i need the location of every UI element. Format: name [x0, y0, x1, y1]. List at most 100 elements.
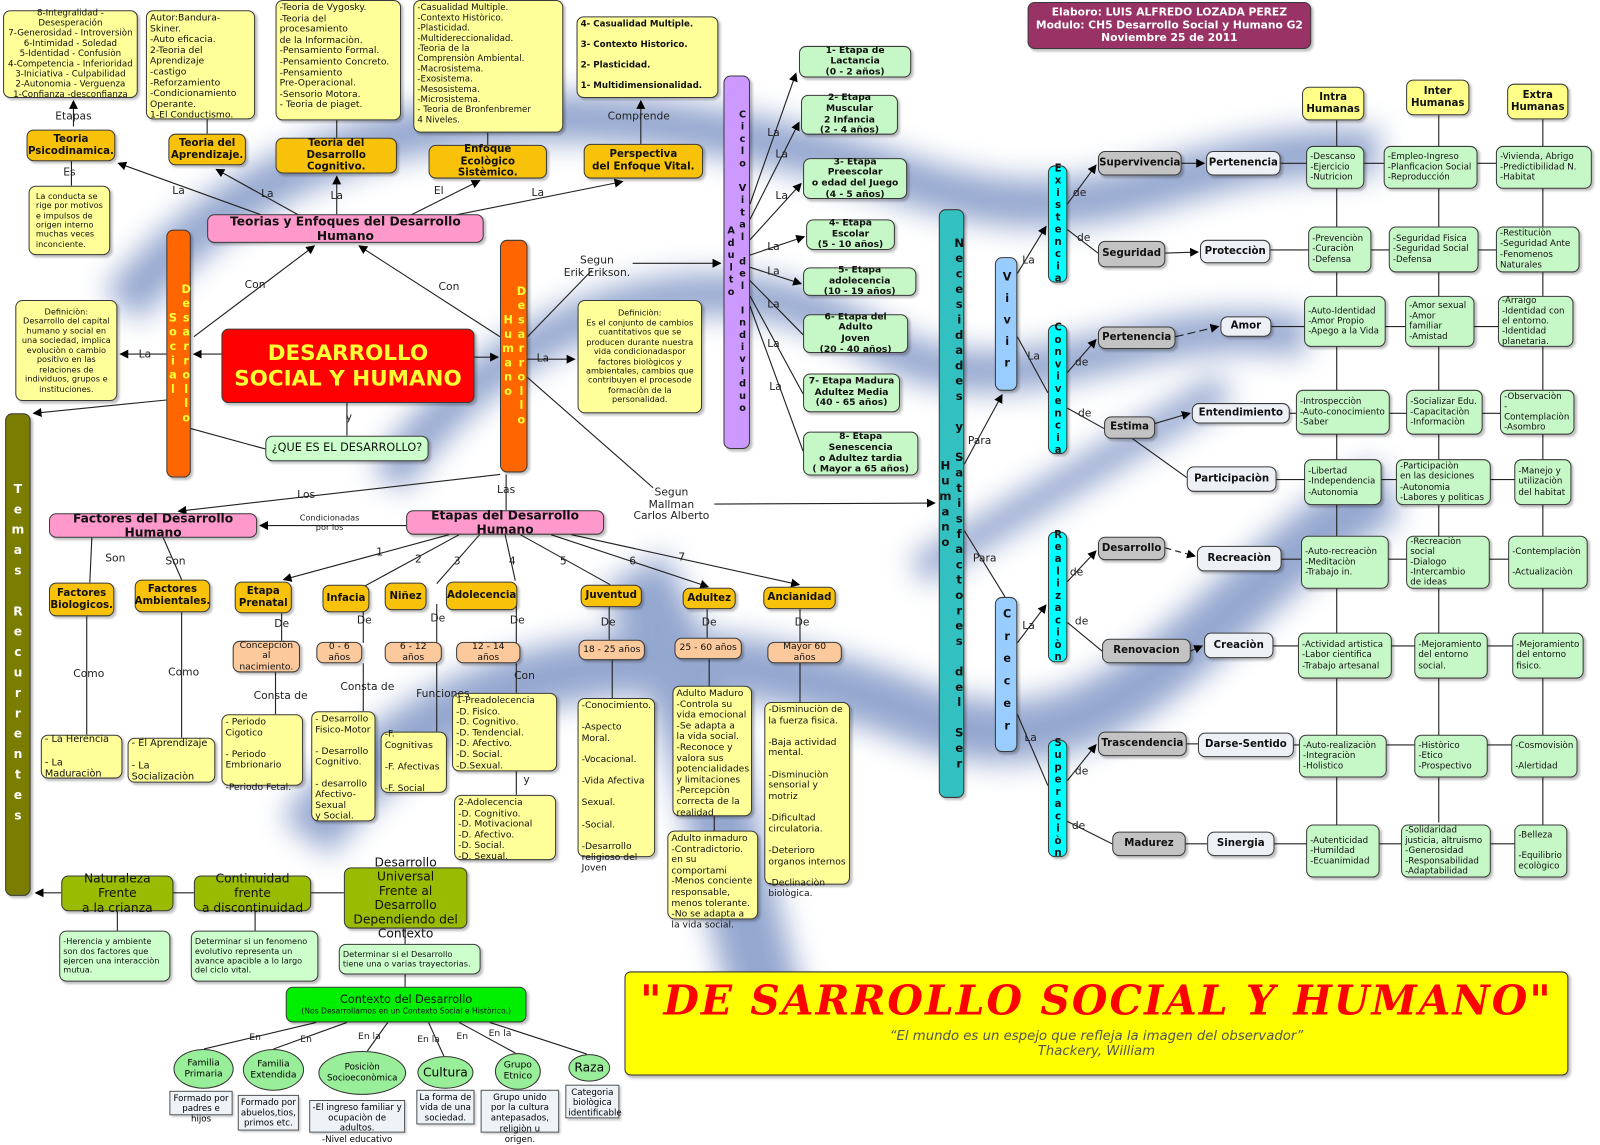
satisfactor-extra-cell: -Vivienda, Abrigo -Predictibilidad N. -H…: [1495, 145, 1592, 189]
madurez-node: Madurez: [1112, 831, 1186, 857]
context-desc: La forma de vida de una sociedad.: [416, 1089, 475, 1125]
adolecencia-list: 2-Adolecencia -D. Cognitivo. -D. Motivac…: [454, 794, 557, 862]
satisfactor-extra-cell: -Contemplaciòn -Actualizaciòn: [1508, 535, 1588, 589]
entendimiento-node: Entendimiento: [1191, 403, 1290, 424]
link-label: De: [600, 616, 616, 629]
inter-humanas-header: Inter Humanas: [1406, 79, 1470, 116]
participacion-node: Participaciòn: [1186, 466, 1277, 492]
age-6-12: 6 - 12 años: [384, 642, 442, 664]
etapa-4-node: 4- Etapa Escolar (5 - 10 años): [806, 218, 895, 250]
age-18-25: 18 - 25 años: [578, 639, 645, 661]
title-banner: "DE SARROLLO SOCIAL Y HUMANO" “El mundo …: [624, 971, 1569, 1076]
juventud-node: Juventud: [580, 584, 642, 608]
cognitivo-details: -Teoria de Vygosky. -Teoria del procesam…: [275, 0, 402, 121]
context-desc: Formado por abuelos,tios, primos etc.: [237, 1094, 299, 1131]
link-label: De: [274, 617, 290, 630]
ancianidad-list: -Disminuciòn de la fuerza fisica. -Baja …: [764, 702, 850, 899]
link-label: Para: [967, 434, 992, 448]
link-label: Como: [168, 666, 200, 679]
link-label: Con: [244, 278, 266, 292]
etapas-node: Etapas del Desarrollo Humano: [406, 508, 605, 537]
teorias-node: Teorias y Enfoques del Desarrollo Humano: [207, 214, 484, 243]
context-node: Familia Primaria: [173, 1048, 234, 1089]
psicodinamica-node: Teoria Psicodinamica.: [26, 129, 116, 162]
link-label: de: [1071, 819, 1086, 832]
temas-recurrentes-bar: Temas Recurrentes: [5, 413, 31, 896]
continuidad-node: Continuidad frente a discontinuidad: [193, 872, 312, 915]
contexto-subtitle: (Nos Desarrollamos en un Contexto Social…: [301, 1005, 511, 1015]
link-label: 5: [559, 555, 567, 568]
vital-principles-list: 4- Casualidad Multiple. 3- Contexto Hist…: [576, 16, 719, 98]
ciclo-vital-bar: Ciclo Vital del Individuo Adulto: [723, 75, 750, 449]
link-label: Condicionadas por los: [299, 513, 360, 532]
contexto-node: Contexto del Desarrollo (Nos Desarrollam…: [285, 986, 527, 1023]
satisfactor-inter-cell: -Solidaridad justicia, altruismo -Genero…: [1401, 824, 1491, 878]
adulto-maduro-list: Adulto Maduro -Controla su vida emociona…: [672, 685, 753, 818]
satisfactor-inter-cell: -Recreaciòn social -Dialogo -Intercambio…: [1406, 535, 1490, 589]
satisfactor-intra-cell: -Actividad artistica -Labor cientifica -…: [1297, 632, 1392, 679]
context-node: Raza: [568, 1054, 611, 1082]
link-label: La: [767, 126, 780, 140]
adulto-inmaduro-list: Adulto inmaduro -Contradictorio. en su c…: [667, 830, 759, 930]
pertenencia-sat-node: Pertenencia: [1206, 151, 1281, 176]
bronfenbrenner-details: -Casualidad Multiple. -Contexto Històric…: [413, 0, 564, 133]
factores-biologicos-node: Factores Biologicos.: [48, 582, 115, 617]
seguridad-node: Seguridad: [1097, 240, 1166, 268]
satisfactor-intra-cell: -Introspecciòn -Auto-conocimiento -Saber: [1295, 389, 1390, 435]
erikson-stages-list: 8-Integralidad - Desesperación 7-Generos…: [3, 8, 138, 100]
link-label: de: [1069, 566, 1084, 579]
link-label: La: [1027, 350, 1040, 363]
conducta-note: La conducta se rige por motivos e impuls…: [28, 185, 111, 256]
context-link-label: En la: [358, 1031, 381, 1042]
link-label: Las: [497, 483, 516, 497]
darse-sentido-node: Darse-Sentido: [1197, 732, 1294, 758]
etapa-6-node: 6- Etapa del Adulto Joven (20 - 40 años): [803, 312, 909, 355]
continuidad-desc: Determinar si un fenomeno evolutivo repr…: [190, 930, 319, 982]
desarrollo-node: Desarrollo: [1097, 536, 1166, 561]
satisfactor-extra-cell: -Arraigo -Identidad con el entorno. -Ide…: [1497, 296, 1574, 347]
author-header: Elaboro: LUIS ALFREDO LOZADA PEREZ Modul…: [1027, 2, 1312, 49]
convivencia-bar: Convivencia: [1047, 322, 1068, 457]
link-label: y: [523, 773, 530, 786]
universal-node: Desarrollo Universal Frente al Desarroll…: [343, 855, 468, 941]
naturaleza-node: Naturaleza Frente a la crianza: [61, 872, 174, 915]
link-label: La: [767, 265, 780, 278]
que-es-desarrollo-node: ¿QUE ES EL DESARROLLO?: [265, 435, 429, 462]
age-12-14: 12 - 14 años: [456, 642, 521, 664]
infancia-list: - Desarrollo Fisico-Motor - Desarrollo C…: [311, 711, 376, 822]
banner-quote: “El mundo es un espejo que refleja la im…: [889, 1028, 1304, 1060]
definicion-social: Definiciòn: Desarrollo del capital human…: [15, 299, 118, 402]
etapa-3-node: 3- Etapa Preescolar o edad del Juego (4 …: [803, 157, 908, 200]
factores-bio-list: - La Herencia - La Maduraciòn: [40, 734, 123, 779]
satisfactor-intra-cell: -Libertad -Independencia -Autonomia: [1304, 459, 1382, 506]
satisfactor-extra-cell: -Manejo y utilizaciòn del habitat: [1514, 459, 1572, 506]
link-label: La: [775, 190, 788, 203]
ninez-node: Niñez: [384, 582, 427, 611]
link-label: de: [1077, 407, 1092, 420]
link-label: Segun Erik Erikson.: [563, 254, 631, 279]
link-label: 7: [678, 551, 686, 564]
link-label: 1: [376, 546, 384, 559]
crecer-bar: Crecer: [994, 596, 1018, 753]
prenatal-list: - Periodo Cigotico - Periodo Embrionario…: [221, 714, 304, 793]
link-label: De: [701, 616, 717, 629]
link-label: 6: [629, 555, 637, 568]
desarrollo-social-bar: Desarrollo Social: [166, 229, 193, 478]
link-label: Con: [438, 280, 460, 294]
banner-title: "DE SARROLLO SOCIAL Y HUMANO": [640, 976, 1553, 1025]
link-label: Para: [972, 552, 997, 565]
context-desc: Grupo unido por la cultura antepasados, …: [480, 1089, 560, 1145]
recreacion-node: Recreaciòn: [1196, 545, 1282, 572]
supervivencia-node: Supervivencia: [1097, 151, 1182, 176]
context-node: Posiciòn Socioeconòmica: [318, 1051, 407, 1095]
context-link-label: En la: [488, 1028, 512, 1039]
link-label: 4: [508, 555, 516, 568]
satisfactor-inter-cell: -Mejoramiento del entorno social.: [1414, 632, 1488, 679]
naturaleza-desc: -Herencia y ambiente son dos factores qu…: [59, 930, 171, 982]
ancianidad-node: Ancianidad: [763, 586, 836, 610]
link-label: La: [775, 148, 788, 161]
context-link-label: En la: [417, 1034, 440, 1045]
link-label: Con: [514, 669, 535, 682]
satisfactor-intra-cell: -Auto-Identidad -Amor Propio -Apego a la…: [1304, 295, 1386, 347]
satisfactor-intra-cell: -Descanso -Ejercicio -Nutricion: [1306, 145, 1365, 189]
